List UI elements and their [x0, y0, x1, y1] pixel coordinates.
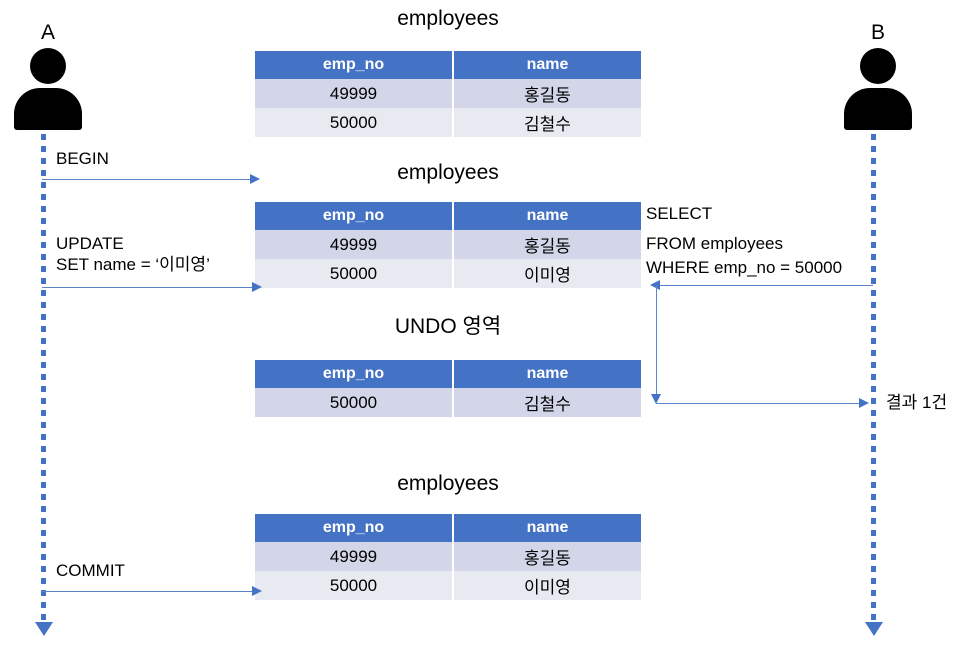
- message-commit-arrow-line: [42, 591, 254, 592]
- table-row: 50000 이미영: [255, 571, 641, 600]
- table-row: 50000 김철수: [255, 388, 641, 417]
- table-header-row: emp_no name: [255, 51, 641, 79]
- cell-name: 이미영: [453, 571, 641, 600]
- column-header-emp-no: emp_no: [255, 360, 454, 388]
- table-employees-updated: emp_no name 49999 홍길동 50000 이미영: [255, 202, 641, 288]
- message-result-label: 결과 1건: [886, 393, 948, 412]
- table-header-row: emp_no name: [255, 514, 641, 542]
- message-begin-arrow-line: [42, 179, 252, 180]
- column-header-emp-no: emp_no: [255, 51, 454, 79]
- table-employees-committed: emp_no name 49999 홍길동 50000 이미영: [255, 514, 641, 600]
- message-select-arrow-line: [656, 285, 873, 286]
- lifeline-a-end-arrow-icon: [34, 622, 53, 636]
- actor-head-icon: [30, 48, 66, 84]
- column-header-name: name: [453, 360, 641, 388]
- select-connector-arrowhead-icon: [650, 394, 661, 404]
- table-title-employees-initial: employees: [397, 7, 499, 30]
- select-to-result-connector: [656, 285, 657, 395]
- actor-b-label: B: [870, 21, 885, 44]
- cell-name: 홍길동: [453, 230, 641, 259]
- column-header-emp-no: emp_no: [255, 514, 454, 542]
- actor-body-icon: [844, 88, 912, 130]
- actor-head-icon: [860, 48, 896, 84]
- cell-emp-no: 49999: [255, 542, 454, 571]
- table-header-row: emp_no name: [255, 202, 641, 230]
- cell-emp-no: 50000: [255, 388, 454, 417]
- message-update-line1: UPDATE: [56, 234, 124, 253]
- table-row: 49999 홍길동: [255, 230, 641, 259]
- table-title-employees-updated: employees: [397, 161, 499, 184]
- lifeline-b: [871, 134, 876, 624]
- message-update-line2: SET name = ‘이미영’: [56, 255, 210, 274]
- cell-name: 이미영: [453, 259, 641, 288]
- message-select-line1: SELECT: [646, 204, 713, 223]
- column-header-emp-no: emp_no: [255, 202, 454, 230]
- cell-emp-no: 50000: [255, 108, 454, 137]
- message-select-arrowhead-icon: [650, 279, 660, 290]
- message-begin-label: BEGIN: [56, 149, 109, 168]
- table-row: 50000 김철수: [255, 108, 641, 137]
- table-row: 49999 홍길동: [255, 79, 641, 108]
- message-result-arrow-line: [656, 403, 861, 404]
- cell-name: 홍길동: [453, 79, 641, 108]
- table-row: 50000 이미영: [255, 259, 641, 288]
- message-update-arrowhead-icon: [252, 281, 262, 292]
- table-header-row: emp_no name: [255, 360, 641, 388]
- message-update-arrow-line: [42, 287, 254, 288]
- message-select-line3: WHERE emp_no = 50000: [646, 258, 843, 277]
- column-header-name: name: [453, 514, 641, 542]
- lifeline-b-end-arrow-icon: [864, 622, 883, 636]
- cell-emp-no: 50000: [255, 259, 454, 288]
- message-commit-label: COMMIT: [56, 561, 125, 580]
- cell-emp-no: 50000: [255, 571, 454, 600]
- table-title-employees-committed: employees: [397, 472, 499, 495]
- column-header-name: name: [453, 202, 641, 230]
- actor-body-icon: [14, 88, 82, 130]
- actor-a-label: A: [40, 21, 55, 44]
- table-undo-segment: emp_no name 50000 김철수: [255, 360, 641, 417]
- cell-name: 김철수: [453, 388, 641, 417]
- cell-name: 김철수: [453, 108, 641, 137]
- message-result-arrowhead-icon: [859, 397, 869, 408]
- cell-emp-no: 49999: [255, 79, 454, 108]
- cell-emp-no: 49999: [255, 230, 454, 259]
- message-commit-arrowhead-icon: [252, 585, 262, 596]
- message-select-line2: FROM employees: [646, 234, 783, 253]
- lifeline-a: [41, 134, 46, 624]
- column-header-name: name: [453, 51, 641, 79]
- cell-name: 홍길동: [453, 542, 641, 571]
- table-row: 49999 홍길동: [255, 542, 641, 571]
- table-title-undo-segment: UNDO 영역: [394, 315, 502, 338]
- actor-a-icon: [14, 48, 82, 136]
- table-employees-initial: emp_no name 49999 홍길동 50000 김철수: [255, 51, 641, 137]
- message-begin-arrowhead-icon: [250, 173, 260, 184]
- actor-b-icon: [844, 48, 912, 136]
